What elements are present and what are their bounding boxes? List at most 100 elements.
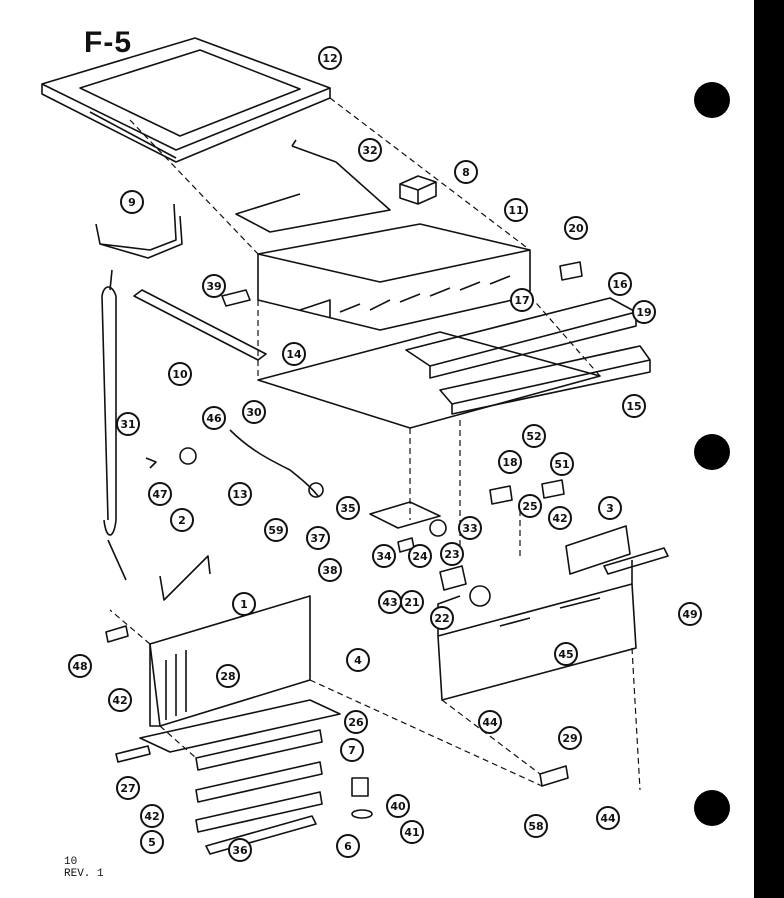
callout-15: 15 — [622, 394, 646, 418]
callout-circle-icon — [120, 190, 144, 214]
callout-number: 52 — [526, 430, 541, 443]
callout-number: 46 — [206, 412, 222, 425]
callout-7: 7 — [340, 738, 364, 762]
callout-circle-icon — [608, 272, 632, 296]
callout-number: 6 — [344, 840, 352, 853]
callout-number: 28 — [220, 670, 235, 683]
callout-number: 34 — [376, 550, 392, 563]
callout-circle-icon — [202, 274, 226, 298]
callout-number: 2 — [178, 514, 186, 527]
callout-number: 38 — [322, 564, 337, 577]
callout-circle-icon — [554, 642, 578, 666]
callout-35: 35 — [336, 496, 360, 520]
callout-circle-icon — [596, 806, 620, 830]
callout-10: 10 — [168, 362, 192, 386]
part-hinge-strip — [603, 547, 669, 575]
callout-circle-icon — [282, 342, 306, 366]
part-panel-small — [565, 525, 631, 575]
callout-number: 42 — [144, 810, 159, 823]
page-number: 10 — [64, 856, 78, 868]
callout-number: 39 — [206, 280, 221, 293]
callout-number: 37 — [310, 532, 325, 545]
callout-circle-icon — [346, 648, 370, 672]
part-small-block — [221, 289, 251, 307]
callout-45: 45 — [554, 642, 578, 666]
callout-circle-icon — [408, 544, 432, 568]
callout-8: 8 — [454, 160, 478, 184]
callout-number: 58 — [528, 820, 543, 833]
part-switch-a — [489, 485, 513, 505]
callout-20: 20 — [564, 216, 588, 240]
callout-number: 36 — [232, 844, 248, 857]
callout-circle-icon — [548, 506, 572, 530]
callout-29: 29 — [558, 726, 582, 750]
callout-number: 10 — [172, 368, 188, 381]
callout-number: 9 — [128, 196, 136, 209]
callout-circle-icon — [228, 482, 252, 506]
callout-number: 25 — [522, 500, 537, 513]
callout-59: 59 — [264, 518, 288, 542]
callout-58: 58 — [524, 814, 548, 838]
callout-number: 42 — [112, 694, 127, 707]
callout-circle-icon — [478, 710, 502, 734]
callout-circle-icon — [564, 216, 588, 240]
callout-circle-icon — [430, 606, 454, 630]
callout-circle-icon — [598, 496, 622, 520]
callout-circle-icon — [400, 590, 424, 614]
callout-circle-icon — [510, 288, 534, 312]
callout-circle-icon — [558, 726, 582, 750]
callout-number: 45 — [558, 648, 573, 661]
callout-number: 15 — [626, 400, 641, 413]
part-clamp — [308, 482, 324, 498]
part-top-panel — [41, 37, 331, 163]
callout-circle-icon — [340, 738, 364, 762]
callout-16: 16 — [608, 272, 632, 296]
callout-31: 31 — [116, 412, 140, 436]
callout-6: 6 — [336, 834, 360, 858]
part-lead-wire — [159, 555, 211, 601]
callout-48: 48 — [68, 654, 92, 678]
part-rail-small — [115, 745, 151, 763]
callout-23: 23 — [440, 542, 464, 566]
callout-46: 46 — [202, 406, 226, 430]
callout-circle-icon — [440, 542, 464, 566]
callout-30: 30 — [242, 400, 266, 424]
scan-edge-bar — [754, 0, 784, 898]
callout-2: 2 — [170, 508, 194, 532]
part-main-assembly — [257, 223, 531, 331]
callout-19: 19 — [632, 300, 656, 324]
callout-circle-icon — [386, 794, 410, 818]
callout-11: 11 — [504, 198, 528, 222]
callout-circle-icon — [454, 160, 478, 184]
callout-circle-icon — [170, 508, 194, 532]
callout-circle-icon — [522, 424, 546, 448]
callout-42: 42 — [140, 804, 164, 828]
callout-number: 47 — [152, 488, 167, 501]
callout-17: 17 — [510, 288, 534, 312]
callout-21: 21 — [400, 590, 424, 614]
part-block — [399, 175, 437, 205]
callout-circle-icon — [232, 592, 256, 616]
callout-9: 9 — [120, 190, 144, 214]
callout-number: 8 — [462, 166, 470, 179]
callout-circle-icon — [228, 838, 252, 862]
callout-1: 1 — [232, 592, 256, 616]
callout-32: 32 — [358, 138, 382, 162]
callout-number: 7 — [348, 744, 356, 757]
callout-circle-icon — [318, 558, 342, 582]
callout-circle-icon — [678, 602, 702, 626]
callout-number: 40 — [390, 800, 406, 813]
callout-circle-icon — [336, 834, 360, 858]
callout-44: 44 — [478, 710, 502, 734]
part-foot — [351, 777, 369, 797]
callout-number: 48 — [72, 660, 87, 673]
callout-circle-icon — [318, 46, 342, 70]
callout-number: 22 — [434, 612, 449, 625]
hole-punch-icon — [694, 82, 730, 118]
callout-13: 13 — [228, 482, 252, 506]
callout-circle-icon — [518, 494, 542, 518]
part-bracket — [95, 203, 183, 259]
callout-number: 51 — [554, 458, 569, 471]
